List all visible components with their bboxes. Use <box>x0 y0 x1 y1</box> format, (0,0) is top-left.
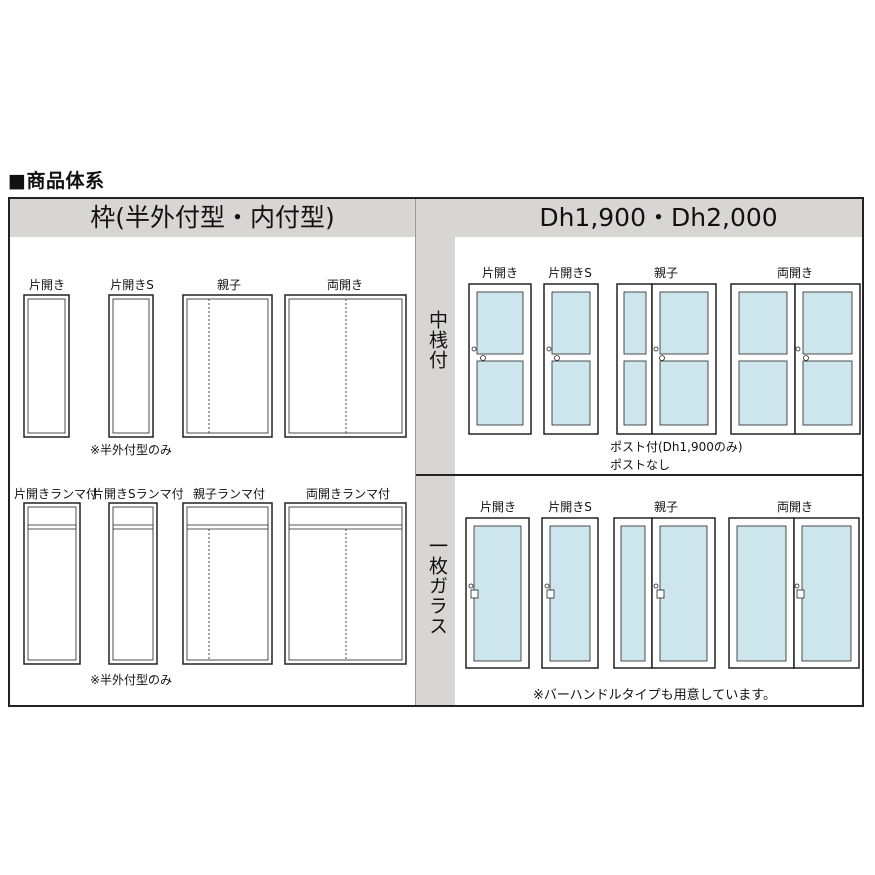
door-label-parent-child-rail: 親子 <box>653 266 678 280</box>
frame-parent-child-transom <box>182 502 273 665</box>
door-label-single-s-glass: 片開きS <box>548 500 592 514</box>
door-label-single-s-rail: 片開きS <box>548 266 592 280</box>
door-label-double-rail: 両開き <box>776 266 813 280</box>
frame-single <box>23 294 70 438</box>
row-divider <box>415 474 864 476</box>
door-parent-child-rail <box>616 283 717 435</box>
door-parent-child-glass <box>613 517 716 669</box>
left-header: 枠(半外付型・内付型) <box>90 203 335 232</box>
frame-label-single: 片開き <box>28 278 65 292</box>
frame-label-double-transom: 両開きランマ付 <box>305 487 390 501</box>
side-column-top <box>415 199 455 474</box>
door-single-s-glass <box>541 517 599 669</box>
frame-label-parent-child-transom: 親子ランマ付 <box>192 487 265 501</box>
frame-label-parent-child: 親子 <box>216 278 241 292</box>
left-header-band: 枠(半外付型・内付型) <box>10 199 415 237</box>
column-divider-left <box>415 199 416 705</box>
footer-note: ※バーハンドルタイプも用意しています。 <box>533 688 776 703</box>
door-label-single-glass: 片開き <box>479 500 516 514</box>
door-single-glass <box>465 517 530 669</box>
frame-double-transom <box>284 502 407 665</box>
product-lineup-table <box>8 197 864 707</box>
frame-parent-child <box>182 294 273 438</box>
door-label-double-glass: 両開き <box>776 500 813 514</box>
frame-label-single-s-transom: 片開きSランマ付 <box>92 487 184 501</box>
right-header: Dh1,900・Dh2,000 <box>539 203 778 232</box>
post-note-without: ポストなし <box>610 458 671 472</box>
door-single-s-rail <box>543 283 599 435</box>
frame-note-bottom: ※半外付型のみ <box>90 673 173 687</box>
frame-single-s-transom <box>108 502 158 665</box>
right-header-band: Dh1,900・Dh2,000 <box>455 199 862 237</box>
page-title: ■商品体系 <box>8 170 105 192</box>
door-double-rail <box>730 283 861 435</box>
frame-single-s <box>108 294 154 438</box>
frame-double <box>284 294 407 438</box>
post-note-with: ポスト付(Dh1,900のみ) <box>610 440 743 454</box>
frame-label-single-transom: 片開きランマ付 <box>14 487 99 501</box>
side-label-single-glass: 一枚ガラス <box>426 536 448 636</box>
frame-note-top: ※半外付型のみ <box>90 443 173 457</box>
side-label-middle-rail: 中桟付 <box>426 310 448 370</box>
door-double-glass <box>728 517 860 669</box>
door-single-rail <box>468 283 532 435</box>
frame-label-double: 両開き <box>326 278 363 292</box>
frame-label-single-s: 片開きS <box>110 278 154 292</box>
side-column-bottom <box>415 476 455 705</box>
door-label-parent-child-glass: 親子 <box>653 500 678 514</box>
frame-single-transom <box>23 502 81 665</box>
door-label-single-rail: 片開き <box>481 266 518 280</box>
